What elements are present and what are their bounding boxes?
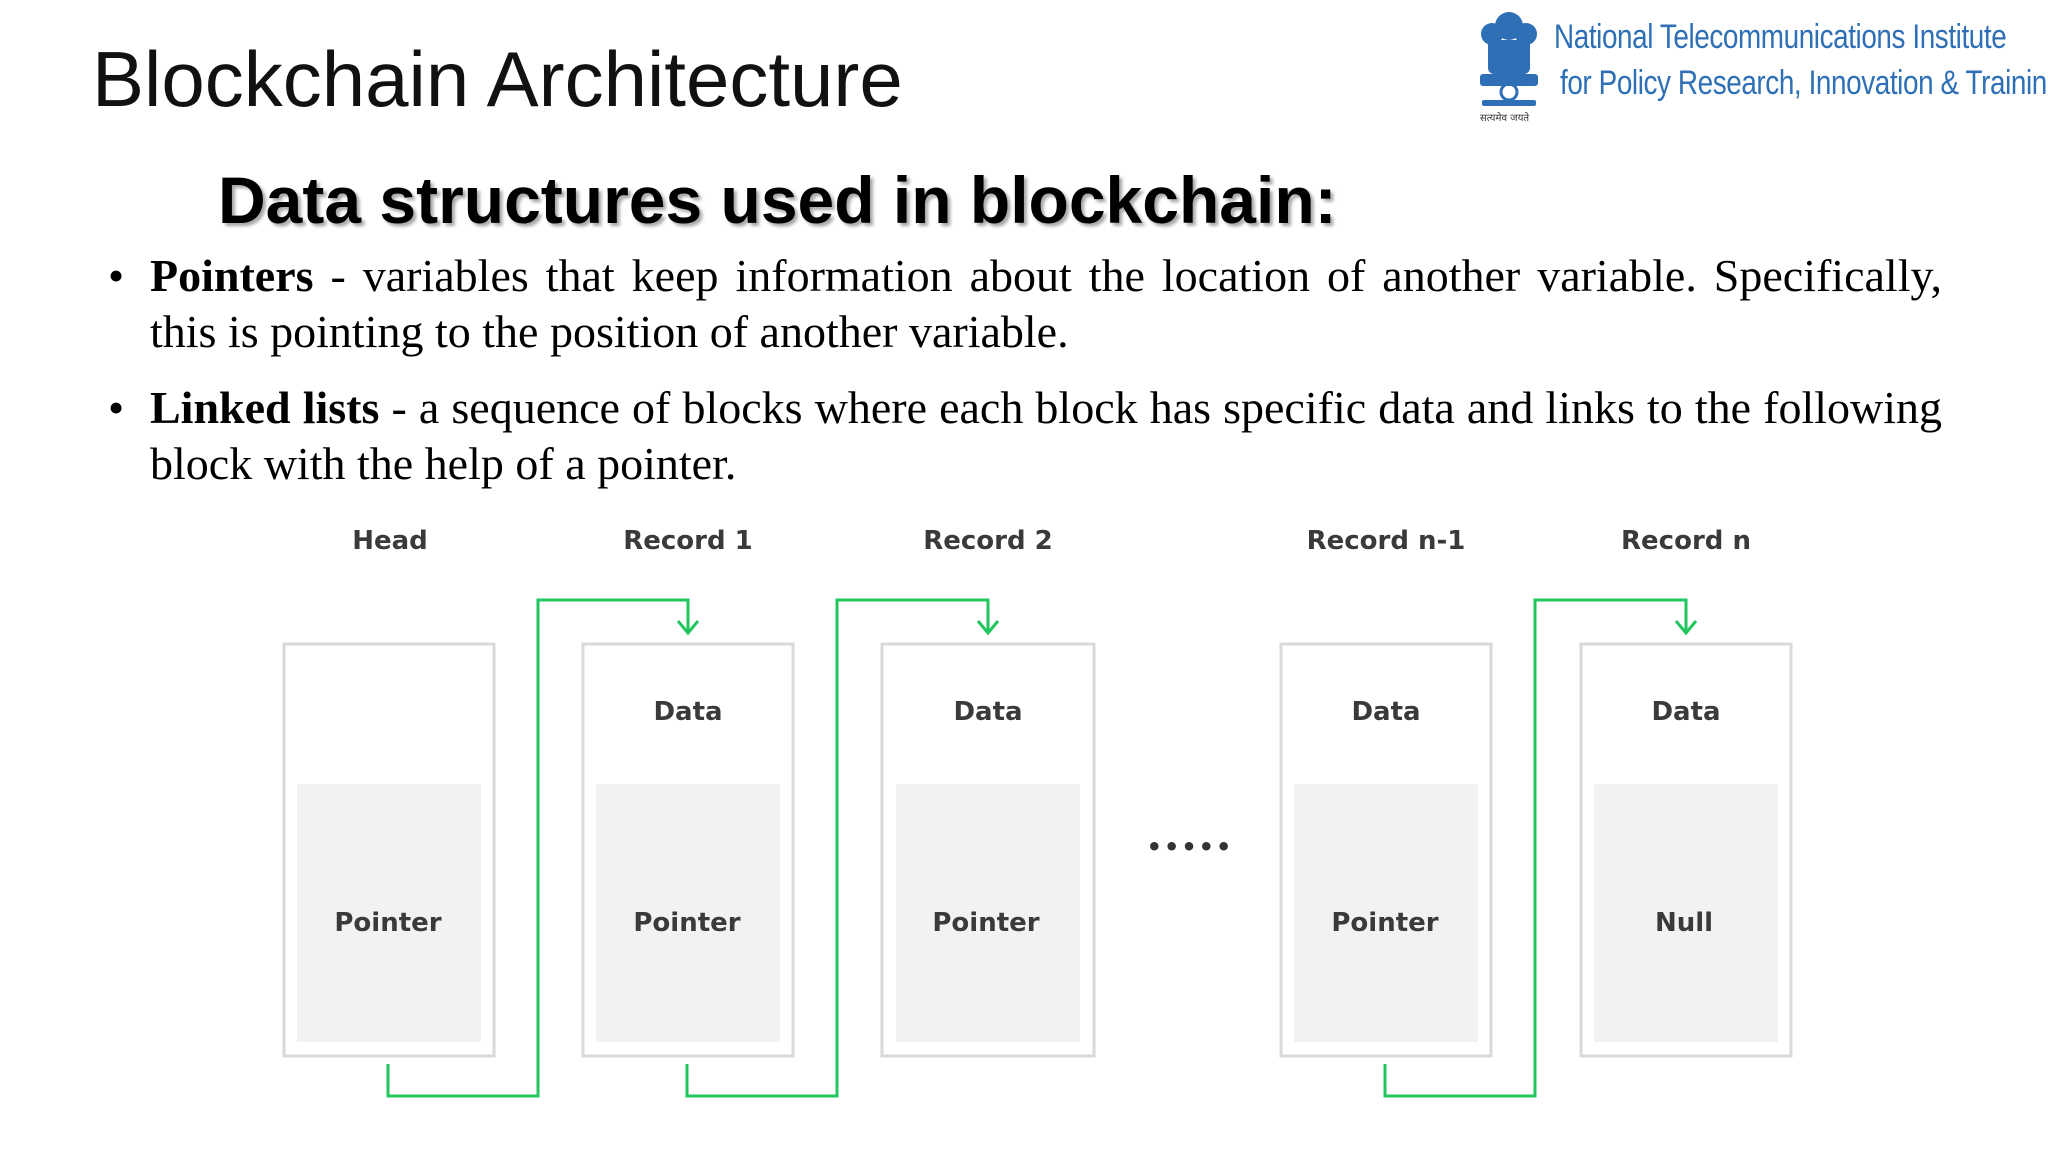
node-label: Record 2 [923,526,1053,556]
bullet-text: variables that keep information about th… [150,250,1942,357]
node-label: Record n-1 [1307,526,1466,556]
pointer-cell [1594,784,1778,1042]
connector-record-n-minus-1-to-record-n [1383,598,1688,1098]
bullet-list: • Pointers - variables that keep informat… [108,248,1942,512]
arrow-head-icon [1674,620,1698,636]
node-label: Head [352,526,428,556]
null-label: Null [1655,908,1713,938]
node-label: Record 1 [623,526,753,556]
institute-name-line-1: National Telecommunications Institute [1554,18,2007,56]
connector-head-to-record-1 [386,598,690,1098]
bullet-item-pointers: • Pointers - variables that keep informat… [108,248,1942,360]
pointer-cell [1294,784,1478,1042]
data-label: Data [1651,697,1720,727]
data-label: Data [653,697,722,727]
slide-title: Blockchain Architecture [92,35,903,123]
bullet-dot: • [108,250,125,301]
diagram-node-record-n: Record n Data Null [1579,526,1793,1058]
pointer-cell [297,784,481,1042]
connector-record-1-to-record-2 [685,598,990,1098]
national-emblem-icon [1480,12,1538,106]
pointer-label: Pointer [1331,908,1438,938]
data-label: Data [953,697,1022,727]
pointer-label: Pointer [334,908,441,938]
bullet-text: a sequence of blocks where each block ha… [150,382,1943,489]
diagram-node-record-1: Record 1 Data Pointer [581,526,795,1058]
bullet-separator: - [313,250,363,301]
pointer-cell [896,784,1080,1042]
bullet-dot: • [108,382,125,433]
arrow-head-icon [676,620,700,636]
pointer-cell [596,784,780,1042]
ellipsis: ••••• [1147,833,1234,861]
diagram-node-record-2: Record 2 Data Pointer [880,526,1096,1058]
connector-arrows [386,598,1698,1098]
institute-name-line-2: for Policy Research, Innovation & Traini… [1560,64,2048,102]
data-label: Data [1351,697,1420,727]
bullet-item-linked-lists: • Linked lists - a sequence of blocks whe… [108,380,1942,492]
institute-logo: सत्यमेव जयते National Telecommunications… [1474,4,2048,126]
bullet-separator: - [379,382,419,433]
section-subheading: Data structures used in blockchain: [218,163,1337,237]
pointer-label: Pointer [633,908,740,938]
arrow-head-icon [976,620,1000,636]
diagram-node-head: Head Pointer [282,526,496,1058]
diagram-node-record-n-minus-1: Record n-1 Data Pointer [1279,526,1493,1058]
bullet-term: Pointers [150,250,314,301]
pointer-label: Pointer [932,908,1039,938]
node-label: Record n [1621,526,1751,556]
bullet-term: Linked lists [150,382,380,433]
emblem-caption: सत्यमेव जयते [1480,113,1530,124]
linked-list-diagram: Head Pointer Record 1 Data Pointer Recor… [282,526,1793,1098]
